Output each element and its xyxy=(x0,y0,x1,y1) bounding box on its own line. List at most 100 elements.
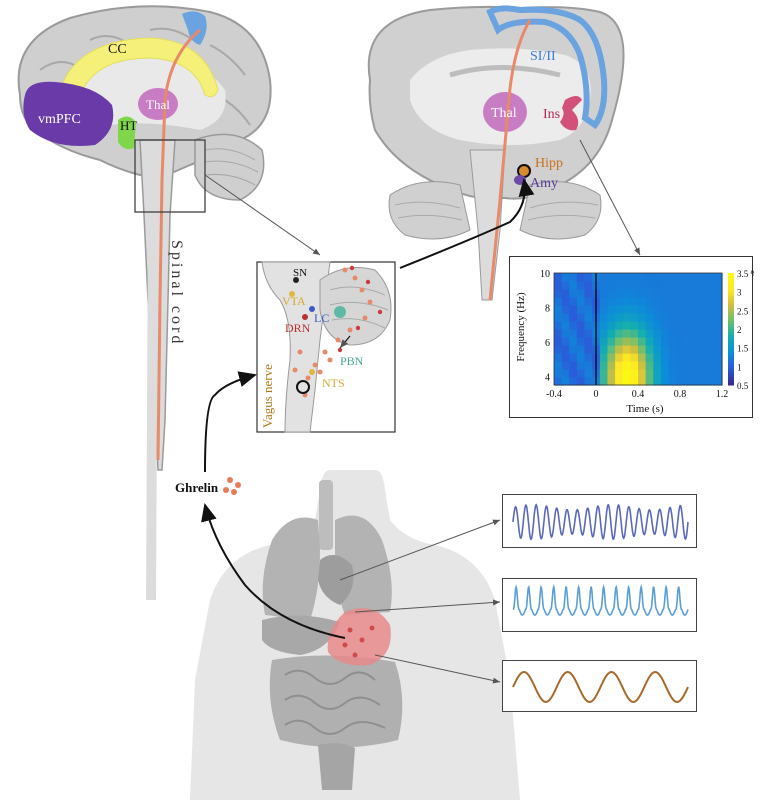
heatmap-cell xyxy=(660,377,670,386)
heatmap-cell xyxy=(699,353,708,362)
coronal-cortex-blue xyxy=(486,5,608,130)
heatmap-ytick-label: 8 xyxy=(545,303,550,314)
heatmap-cell xyxy=(622,305,631,314)
heatmap-cell xyxy=(622,329,631,338)
heatmap-cell xyxy=(645,345,654,354)
heatmap-cell xyxy=(660,337,670,346)
heatmap-cell xyxy=(699,305,708,314)
heatmap-cell xyxy=(676,361,685,370)
heatmap-cell xyxy=(714,377,723,386)
label-drn: DRN xyxy=(285,321,311,335)
heatmap-cell xyxy=(576,305,586,314)
colorbar-tick-label: 3 xyxy=(737,288,742,298)
heatmap-cell xyxy=(653,313,662,322)
heatmap-cell xyxy=(653,305,662,314)
heatmap-xtick-label: 0 xyxy=(594,389,599,400)
heatmap-cell xyxy=(668,345,677,354)
heatmap-cell xyxy=(706,321,715,330)
heatmap-cell xyxy=(630,369,639,378)
colorbar-segment xyxy=(728,340,734,344)
heatmap-xtick-label: 1.2 xyxy=(716,389,729,400)
heatmap-cell xyxy=(607,281,616,290)
heatmap-cell xyxy=(683,377,693,386)
heatmap-cell xyxy=(622,353,631,362)
heatmap-cell xyxy=(660,353,670,362)
heatmap-cell xyxy=(576,281,586,290)
heatmap-cell xyxy=(660,289,670,298)
heatmap-cell xyxy=(645,313,654,322)
heatmap-cell xyxy=(554,345,563,354)
heatmap-cell xyxy=(615,305,624,314)
heatmap-cell xyxy=(683,361,693,370)
sn-dot xyxy=(293,277,299,283)
label-vagus-nerve: Vagus nerve xyxy=(260,364,275,428)
heatmap-cell xyxy=(599,361,609,370)
heatmap-cell xyxy=(699,377,708,386)
heatmap-cell xyxy=(638,329,647,338)
heatmap-cell xyxy=(576,337,586,346)
heatmap-cell xyxy=(691,321,700,330)
heatmap-cell xyxy=(691,305,700,314)
heatmap-cell xyxy=(630,361,639,370)
heatmap-cell xyxy=(714,337,723,346)
label-vmpfc: vmPFC xyxy=(38,112,81,127)
heatmap-ytick-label: 4 xyxy=(545,372,550,383)
label-nts: NTS xyxy=(322,376,345,390)
colorbar-segment xyxy=(728,331,734,336)
heatmap-cell xyxy=(561,321,570,330)
heatmap-cell xyxy=(706,297,715,306)
respiratory-wave-chart xyxy=(512,583,689,616)
heatmap-cell xyxy=(622,345,631,354)
colorbar-segment xyxy=(728,348,734,352)
coronal-thal-region xyxy=(483,92,527,132)
stomach-ghrelin-dots xyxy=(342,625,375,658)
heatmap-cell xyxy=(607,329,616,338)
heatmap-cell xyxy=(699,337,708,346)
heatmap-cell xyxy=(607,369,616,378)
heatmap-cell xyxy=(599,297,609,306)
colorbar-segment xyxy=(728,273,734,277)
heatmap-cell xyxy=(638,313,647,322)
heatmap-cell xyxy=(569,329,578,338)
gastric-wave-panel xyxy=(502,660,697,712)
heatmap-cell xyxy=(638,273,647,282)
heatmap-cell xyxy=(622,361,631,370)
cardiac-wave-line xyxy=(512,503,689,541)
heatmap-cell xyxy=(668,337,677,346)
heatmap-cell xyxy=(714,305,723,314)
colorbar-segment xyxy=(728,320,734,324)
heatmap-cell xyxy=(638,337,647,346)
cardiac-wave-chart xyxy=(512,503,689,541)
colorbar-segment xyxy=(728,326,734,330)
heatmap-cell xyxy=(584,297,593,306)
heatmap-cell xyxy=(699,273,708,282)
heatmap-cell xyxy=(683,329,693,338)
heatmap-cell xyxy=(660,273,670,282)
heatmap-xtick-label: 0.4 xyxy=(632,389,645,400)
heatmap-cell xyxy=(699,321,708,330)
heatmap-cell xyxy=(645,297,654,306)
colorbar-segment xyxy=(728,368,734,372)
heatmap-cell xyxy=(599,313,609,322)
heatmap-cell xyxy=(683,281,693,290)
heatmap-cell xyxy=(630,377,639,386)
heatmap-cell xyxy=(691,345,700,354)
heatmap-cell xyxy=(576,273,586,282)
colorbar-tick-label: 1.5 xyxy=(737,344,749,354)
heatmap-cell xyxy=(683,297,693,306)
heatmap-cell xyxy=(691,297,700,306)
heatmap-cell xyxy=(576,345,586,354)
nts-dot xyxy=(309,369,315,375)
trachea xyxy=(319,480,333,550)
heatmap-cell xyxy=(599,353,609,362)
heatmap-cell xyxy=(561,273,570,282)
heatmap-cell xyxy=(660,321,670,330)
heatmap-cell xyxy=(714,297,723,306)
heatmap-cell xyxy=(615,289,624,298)
colorbar-tick-label: 1 xyxy=(737,362,742,372)
heatmap-cell xyxy=(607,361,616,370)
heatmap-cell xyxy=(714,361,723,370)
heatmap-cell xyxy=(584,353,593,362)
heatmap-cell xyxy=(584,281,593,290)
heatmap-cell xyxy=(653,281,662,290)
